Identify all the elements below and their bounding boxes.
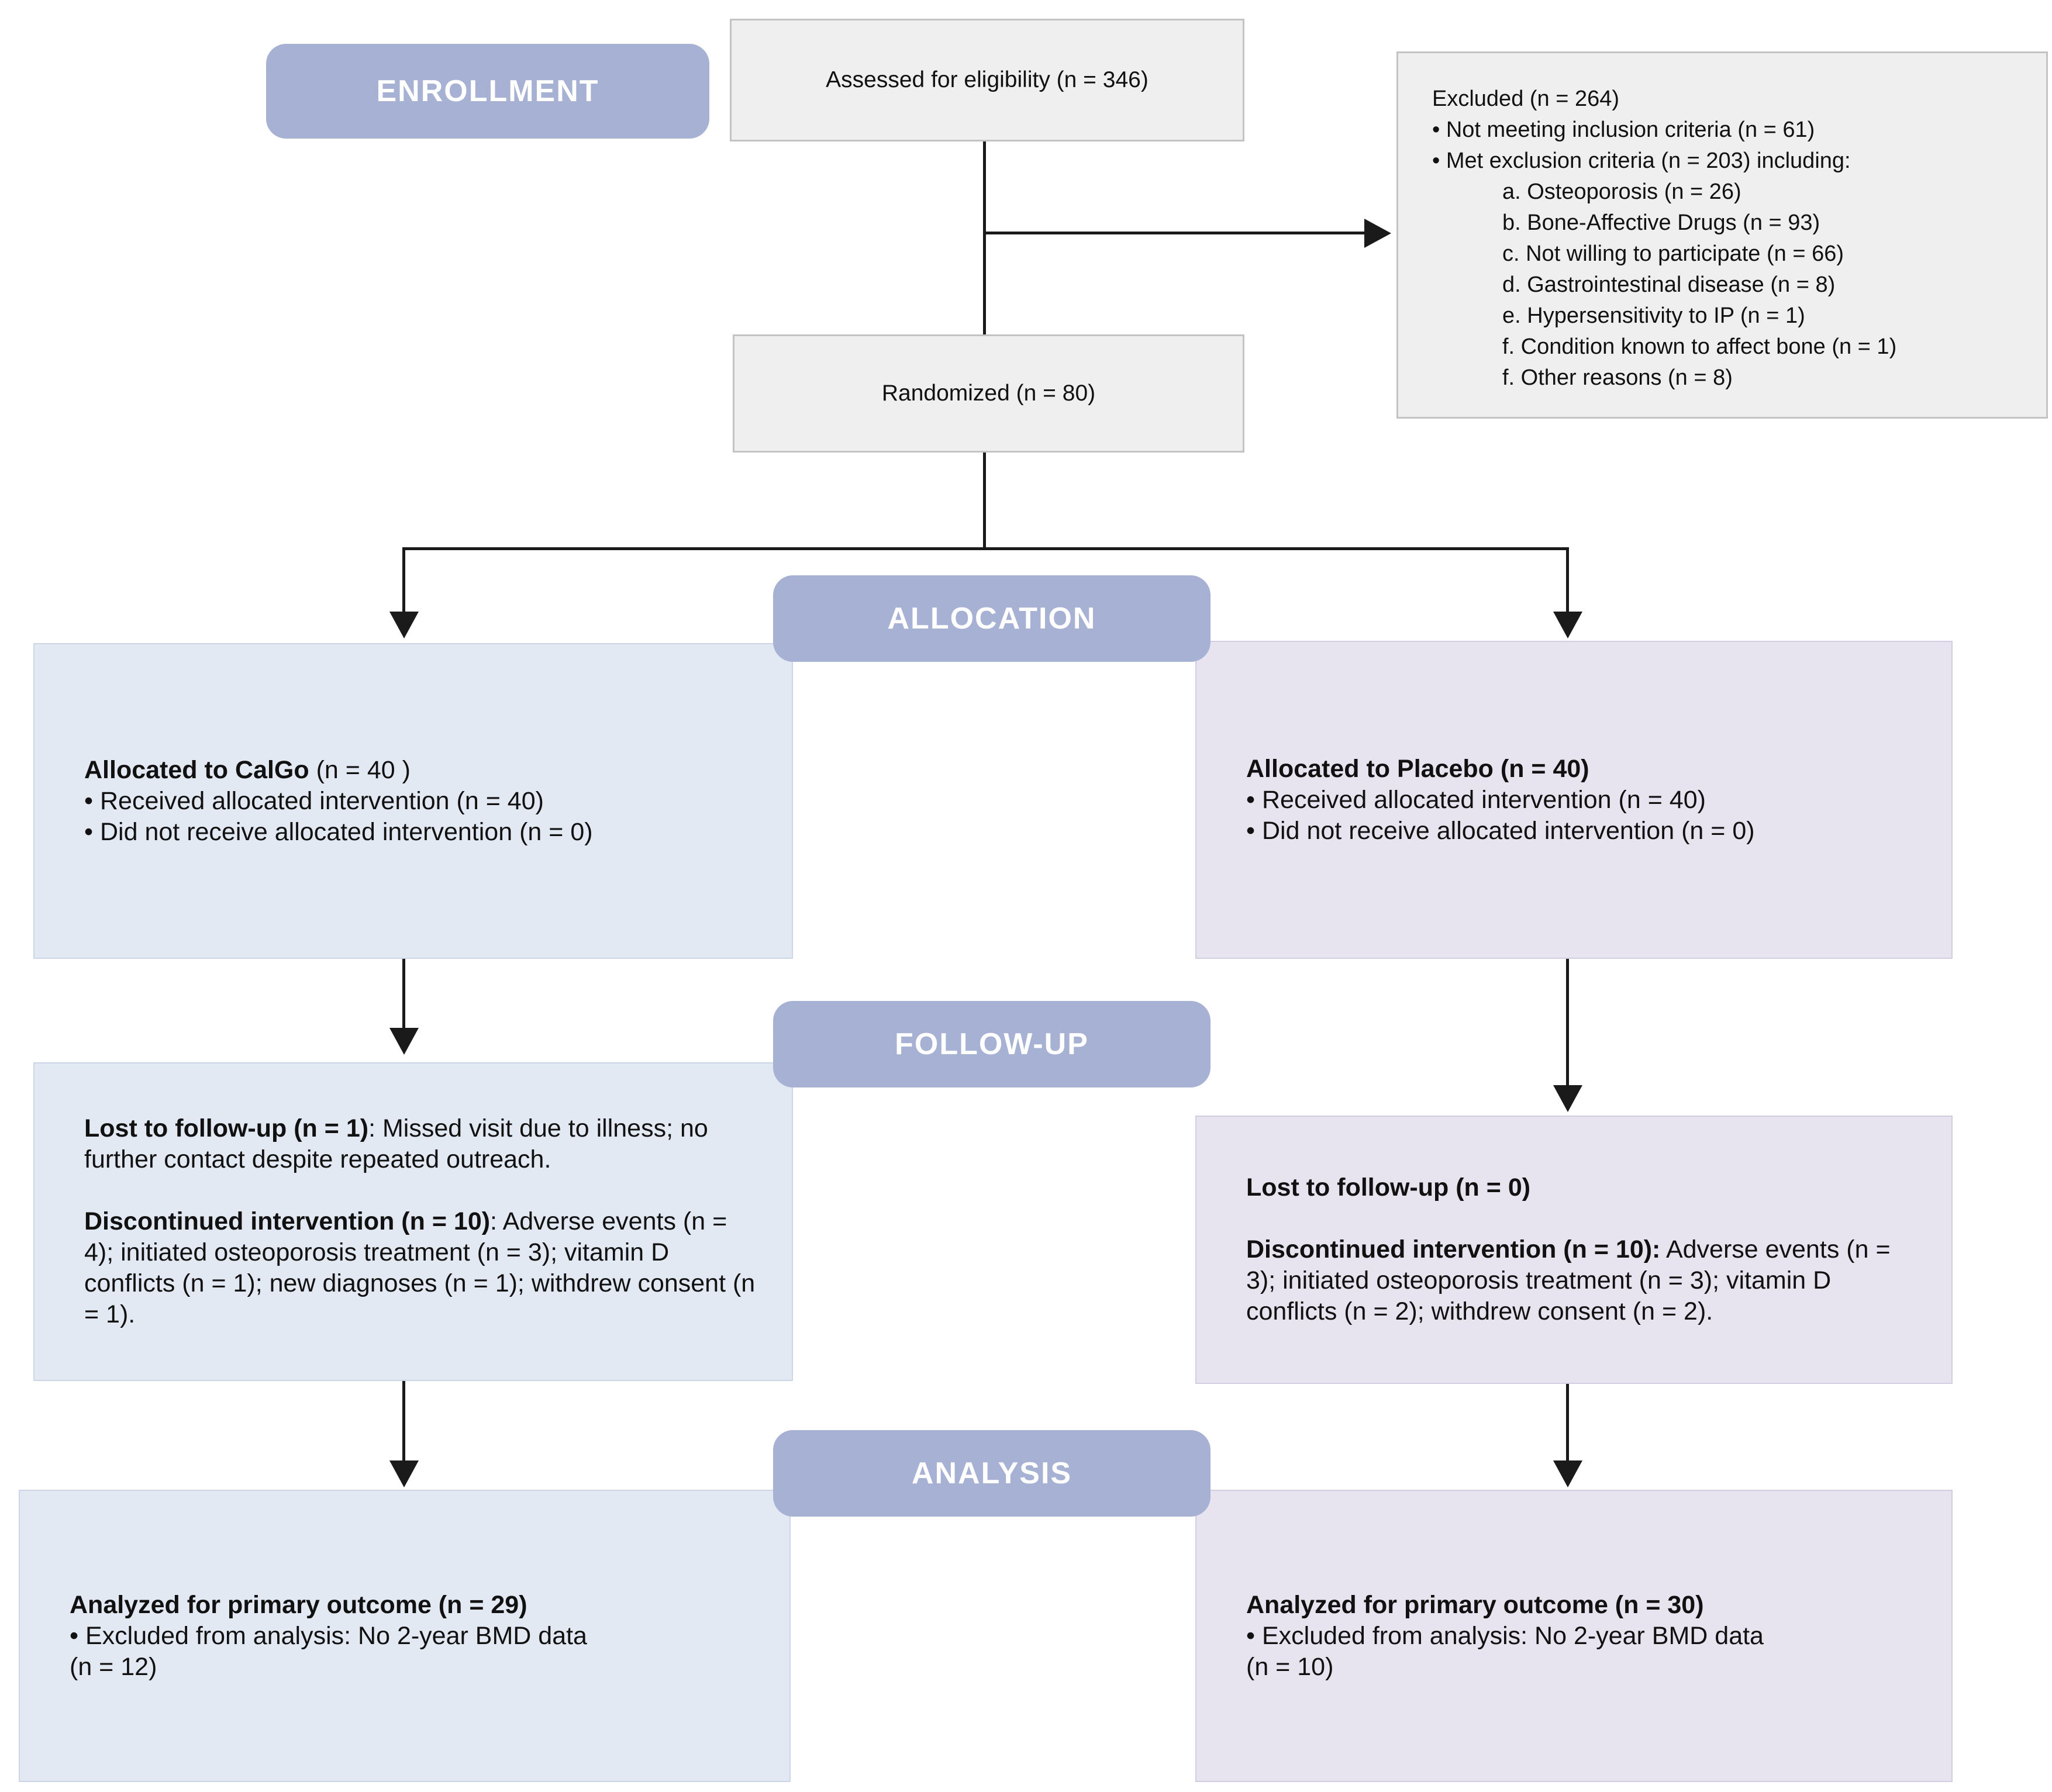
arrowhead-placebo-followup: [1553, 1085, 1582, 1112]
analysis-title: Analyzed for primary outcome (n = 29): [70, 1590, 527, 1619]
excluded-subitem: b. Bone-Affective Drugs (n = 93): [1502, 210, 1820, 235]
arrowhead-calgo-followup: [389, 1028, 419, 1055]
enrollment-badge: ENROLLMENT: [266, 44, 709, 139]
analysis-title: Analyzed for primary outcome (n = 30): [1246, 1590, 1704, 1619]
excluded-subitem: f. Other reasons (n = 8): [1502, 365, 1733, 390]
analysis-placebo-box: Analyzed for primary outcome (n = 30) • …: [1195, 1490, 1953, 1782]
analysis-bullet-continued: (n = 10): [1246, 1652, 1334, 1681]
followup-calgo-box: Lost to follow-up (n = 1): Missed visit …: [33, 1062, 793, 1381]
analysis-bullet: • Excluded from analysis: No 2-year BMD …: [1246, 1621, 1764, 1650]
excluded-line: • Met exclusion criteria (n = 203) inclu…: [1432, 149, 1851, 173]
connector-assessed-to-randomized: [983, 141, 986, 336]
arrowhead-calgo-allocation: [389, 612, 419, 638]
excluded-subitem: c. Not willing to participate (n = 66): [1502, 241, 1844, 266]
allocated-placebo-box: Allocated to Placebo (n = 40) • Received…: [1195, 641, 1953, 959]
arrowhead-calgo-analysis: [389, 1460, 419, 1487]
excluded-box: Excluded (n = 264) • Not meeting inclusi…: [1396, 51, 2048, 419]
randomized-box: Randomized (n = 80): [733, 334, 1244, 453]
followup-badge: FOLLOW-UP: [773, 1001, 1210, 1087]
arrowhead-excluded: [1364, 219, 1391, 248]
discontinued-text: Discontinued intervention (n = 10): Adve…: [1246, 1235, 1891, 1325]
arrowhead-placebo-allocation: [1553, 612, 1582, 638]
analysis-badge: ANALYSIS: [773, 1430, 1210, 1517]
lost-to-followup-text: Lost to follow-up (n = 0): [1246, 1173, 1531, 1201]
assessed-box: Assessed for eligibility (n = 346): [730, 19, 1244, 141]
excluded-line: Excluded (n = 264): [1432, 87, 1620, 111]
discontinued-text: Discontinued intervention (n = 10): Adve…: [84, 1207, 756, 1328]
connector-calgo-to-followup: [402, 959, 405, 1029]
allocated-calgo-box: Allocated to CalGo (n = 40 ) • Received …: [33, 643, 793, 959]
connector-randomized-to-branch: [983, 451, 986, 548]
excluded-subitem: f. Condition known to affect bone (n = 1…: [1502, 334, 1897, 359]
branch-line: [402, 547, 1569, 550]
analysis-bullet-continued: (n = 12): [70, 1652, 157, 1681]
excluded-subitem: d. Gastrointestinal disease (n = 8): [1502, 272, 1836, 297]
allocation-badge: ALLOCATION: [773, 575, 1210, 662]
excluded-line: • Not meeting inclusion criteria (n = 61…: [1432, 118, 1815, 142]
allocation-title: Allocated to CalGo (n = 40 ): [84, 755, 411, 784]
connector-placebo-to-followup: [1566, 959, 1569, 1086]
connector-calgo-to-analysis: [402, 1381, 405, 1462]
connector-branch-to-placebo: [1566, 547, 1569, 613]
analysis-calgo-box: Analyzed for primary outcome (n = 29) • …: [19, 1490, 791, 1782]
allocation-bullet: • Received allocated intervention (n = 4…: [84, 786, 544, 815]
excluded-subitem: e. Hypersensitivity to IP (n = 1): [1502, 303, 1805, 328]
excluded-subitem: a. Osteoporosis (n = 26): [1502, 179, 1741, 204]
arrowhead-placebo-analysis: [1553, 1460, 1582, 1487]
lost-to-followup-text: Lost to follow-up (n = 1): Missed visit …: [84, 1114, 708, 1173]
followup-placebo-box: Lost to follow-up (n = 0) Discontinued i…: [1195, 1116, 1953, 1384]
allocation-bullet: • Did not receive allocated intervention…: [84, 817, 593, 846]
analysis-bullet: • Excluded from analysis: No 2-year BMD …: [70, 1621, 587, 1650]
allocation-bullet: • Received allocated intervention (n = 4…: [1246, 785, 1706, 814]
allocation-bullet: • Did not receive allocated intervention…: [1246, 816, 1755, 845]
allocation-title: Allocated to Placebo (n = 40): [1246, 754, 1589, 783]
connector-placebo-to-analysis: [1566, 1384, 1569, 1462]
connector-to-excluded: [984, 232, 1365, 234]
connector-branch-to-calgo: [402, 547, 405, 613]
